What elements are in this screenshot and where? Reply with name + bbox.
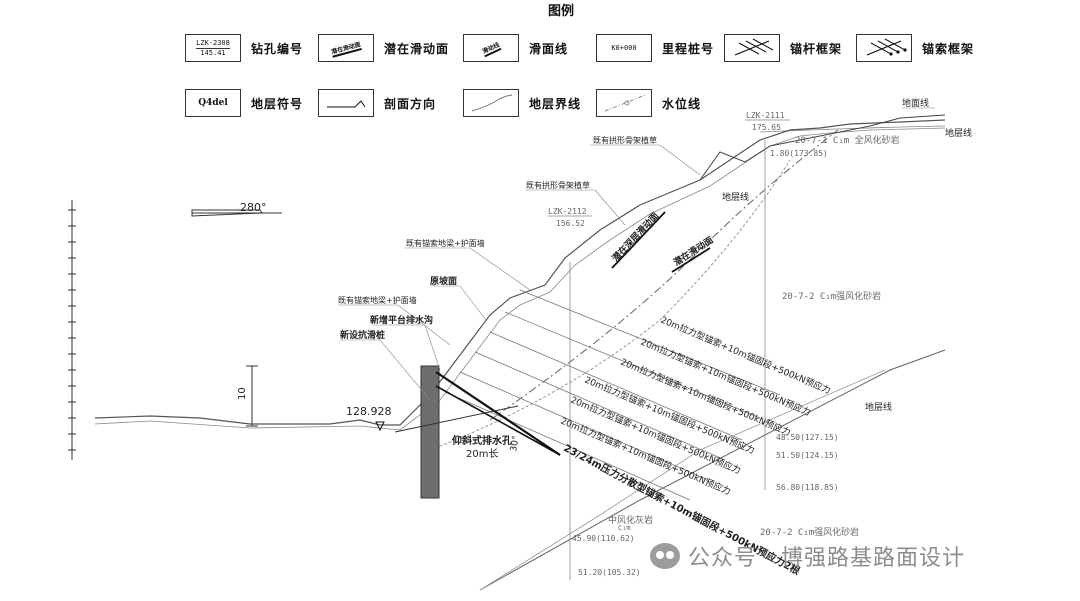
label-new-pile: 新设抗滑桩	[340, 329, 385, 341]
legend-label-borehole: 钻孔编号	[251, 41, 304, 56]
ground-profile	[94, 119, 946, 431]
legend-item-stratum-symbol: Q4del 地层符号	[185, 89, 303, 117]
legend-label-water-line: 水位线	[662, 96, 702, 111]
borehole-elev-1: 175.65	[752, 123, 781, 132]
main-anchor-line-2	[435, 385, 561, 456]
depth-label: 48.50(127.15)	[776, 433, 839, 442]
depth-label: 51.20(105.32)	[578, 568, 641, 577]
legend-item-borehole: LZK-2308 145.41 钻孔编号	[185, 34, 303, 62]
depth-label: 45.90(110.62)	[572, 534, 635, 543]
legend-label-stratum-symbol: 地层符号	[251, 96, 304, 111]
borehole-elev-2: 156.52	[556, 219, 585, 228]
label-original-slope: 原坡面	[430, 275, 457, 287]
label-ground-line: 地面线	[902, 97, 929, 109]
anchor-lines	[444, 289, 781, 501]
label-existing-cable-1: 既有锚索地梁+护面墙	[406, 238, 485, 248]
section-direction-icon	[318, 89, 374, 117]
wechat-logo-icon	[650, 543, 680, 569]
anchor-bolt-frame-icon	[724, 34, 780, 62]
label-strong-weathered: 20-7-2 C₁m强风化砂岩	[782, 290, 881, 302]
legend-label-section-direction: 剖面方向	[384, 96, 437, 111]
anti-slide-pile	[420, 365, 440, 499]
depth-label: 1.80(173.85)	[770, 149, 828, 158]
label-deep-slip: 潜在深层滑动面	[609, 210, 661, 264]
borehole-lines	[548, 119, 790, 580]
label-drain-length: 20m长	[466, 448, 498, 460]
legend-item-water-line: 水位线	[596, 89, 701, 117]
label-mid-weathered-sub: C₁m	[618, 524, 631, 532]
legend-label-anchor-bolt: 锚杆框架	[790, 41, 843, 56]
legend-label-chainage: 里程桩号	[662, 41, 715, 56]
watermark-text: 公众号 · 博强路基路面设计	[688, 546, 965, 571]
leader-lines	[338, 107, 935, 401]
label-stratum-line-top: 地层线	[945, 127, 972, 139]
elevation-marker-icon	[375, 421, 385, 432]
water-line-icon	[596, 89, 652, 117]
label-stratum-line-mid: 地层线	[722, 191, 749, 203]
borehole-id-1: LZK-2111	[746, 111, 785, 120]
legend-item-slip-line: 滑动线 滑面线	[463, 34, 568, 62]
legend-label-potential-slip: 潜在滑动面	[384, 41, 450, 56]
direction-arrow-icon	[191, 209, 282, 217]
legend-item-potential-slip: 潜在滑动面 潜在滑动面	[318, 34, 449, 62]
legend-item-anchor-cable: 锚索框架	[856, 34, 974, 62]
elevation-point-label: 128.928	[346, 405, 392, 418]
legend-item-chainage: K0+000 里程桩号	[596, 34, 714, 62]
slip-line-symbol-icon: 滑动线	[463, 34, 519, 62]
legend-title: 图例	[548, 4, 575, 19]
ground-surface-line	[699, 114, 946, 181]
label-existing-skeleton-1: 既有拱形骨架植草	[593, 135, 657, 145]
legend-label-stratum-boundary: 地层界线	[529, 96, 582, 111]
legend-label-anchor-cable: 锚索框架	[922, 41, 975, 56]
main-anchor-line	[435, 371, 561, 456]
label-potential-slip: 潜在滑动面	[671, 234, 715, 269]
potential-slip-symbol-icon: 潜在滑动面	[318, 34, 374, 62]
borehole-symbol-icon: LZK-2308 145.41	[185, 34, 241, 62]
legend-item-section-direction: 剖面方向	[318, 89, 436, 117]
anchor-cable-frame-icon	[856, 34, 912, 62]
stratum-boundary-icon	[463, 89, 519, 117]
label-new-drain: 新增平台排水沟	[370, 314, 433, 326]
label-stratum-line-low: 地层线	[865, 401, 892, 413]
drain-pipe	[394, 405, 519, 433]
legend-label-slip-line: 滑面线	[529, 41, 569, 56]
chainage-symbol-icon: K0+000	[596, 34, 652, 62]
direction-label: 280°	[240, 201, 267, 214]
depth-label: 56.80(118.85)	[776, 483, 839, 492]
label-existing-cable-2: 既有锚索地梁+护面墙	[338, 295, 417, 305]
legend-item-stratum-boundary: 地层界线	[463, 89, 581, 117]
scale-height-label: 10	[237, 387, 248, 400]
deep-slip-mark	[611, 211, 666, 269]
label-angle: 30°	[509, 435, 522, 452]
label-mid-weathered: 中风化灰岩	[608, 514, 653, 526]
label-existing-skeleton-2: 既有拱形骨架植草	[526, 180, 590, 190]
legend-item-anchor-bolt: 锚杆框架	[724, 34, 842, 62]
label-full-weathered: 20-7-1 C₁m 全风化砂岩	[795, 134, 900, 146]
stratum-symbol-icon: Q4del	[185, 89, 241, 117]
label-drain-hole: 仰斜式排水孔	[452, 434, 512, 447]
depth-label: 51.50(124.15)	[776, 451, 839, 460]
elevation-ruler	[68, 200, 76, 460]
borehole-id-2: LZK-2112	[548, 207, 587, 216]
scale-bar	[246, 365, 258, 427]
label-strong-weathered-low: 20-7-2 C₁m强风化砂岩	[760, 526, 859, 538]
potential-slip-mark	[671, 247, 711, 273]
watermark: 公众号 · 博强路基路面设计	[650, 540, 965, 572]
